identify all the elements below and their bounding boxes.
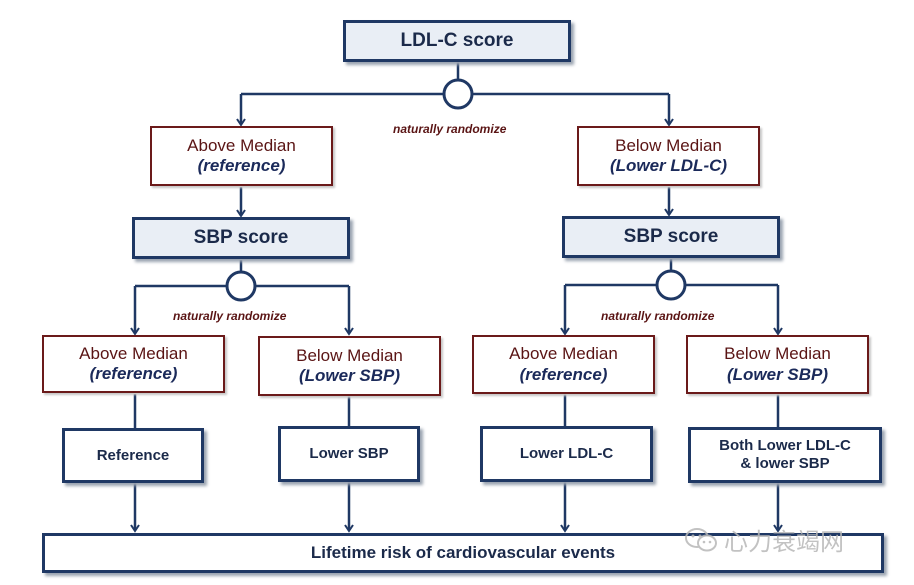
- result-line1: Both Lower LDL-C: [719, 437, 851, 454]
- randomization-node-left: [225, 270, 257, 302]
- result-box-lower-ldl-c: Lower LDL-C: [480, 426, 653, 482]
- ldl-below-median-label: Below Median: [615, 135, 722, 155]
- sbp-group-2-sub: (Lower SBP): [298, 366, 401, 385]
- ldl-above-median-label: Above Median: [187, 135, 296, 155]
- sbp-group-3-label: Above Median: [509, 344, 618, 364]
- result-line1: Lower SBP: [309, 445, 389, 462]
- randomization-node-right: [655, 269, 687, 301]
- randomization-node-top: [442, 78, 474, 110]
- sbp-score-box-right: SBP score: [562, 216, 780, 258]
- result-box-reference: Reference: [62, 428, 204, 483]
- sbp-group-2-box: Below Median (Lower SBP): [258, 336, 441, 396]
- chat-bubble-icon: [685, 527, 717, 551]
- sbp-group-4-box: Below Median (Lower SBP): [686, 335, 869, 394]
- sbp-group-3-sub: (reference): [519, 364, 608, 384]
- outcome-label: Lifetime risk of cardiovascular events: [310, 542, 616, 562]
- randomize-label-left: naturally randomize: [173, 309, 287, 323]
- ldl-c-score-box: LDL-C score: [343, 20, 571, 62]
- result-box-both-lower: Both Lower LDL-C & lower SBP: [688, 427, 882, 483]
- sbp-score-label-left: SBP score: [193, 226, 289, 248]
- sbp-score-box-left: SBP score: [132, 217, 350, 259]
- watermark-text: 心力衰竭网: [724, 529, 844, 556]
- result-line1: Lower LDL-C: [519, 445, 614, 462]
- outcome-box: Lifetime risk of cardiovascular events: [42, 533, 884, 573]
- sbp-group-3-box: Above Median (reference): [472, 335, 655, 394]
- ldl-below-median-sub: (Lower LDL-C): [609, 156, 728, 175]
- ldl-above-median-box: Above Median (reference): [150, 126, 333, 186]
- sbp-group-4-sub: (Lower SBP): [726, 364, 829, 384]
- sbp-score-label-right: SBP score: [623, 225, 719, 247]
- sbp-group-1-sub: (reference): [89, 364, 178, 383]
- watermark: 心力衰竭网: [684, 522, 844, 557]
- result-line2: & lower SBP: [740, 455, 830, 472]
- sbp-group-2-label: Below Median: [296, 345, 403, 365]
- randomize-label-right: naturally randomize: [601, 309, 715, 323]
- sbp-group-1-label: Above Median: [79, 343, 188, 363]
- ldl-below-median-box: Below Median (Lower LDL-C): [577, 126, 760, 186]
- randomize-label-top: naturally randomize: [393, 122, 507, 136]
- sbp-group-1-box: Above Median (reference): [42, 335, 225, 393]
- ldl-above-median-sub: (reference): [197, 156, 286, 175]
- result-box-lower-sbp: Lower SBP: [278, 426, 420, 482]
- result-line1: Reference: [96, 446, 170, 464]
- ldl-c-score-label: LDL-C score: [400, 29, 514, 51]
- sbp-group-4-label: Below Median: [724, 344, 831, 364]
